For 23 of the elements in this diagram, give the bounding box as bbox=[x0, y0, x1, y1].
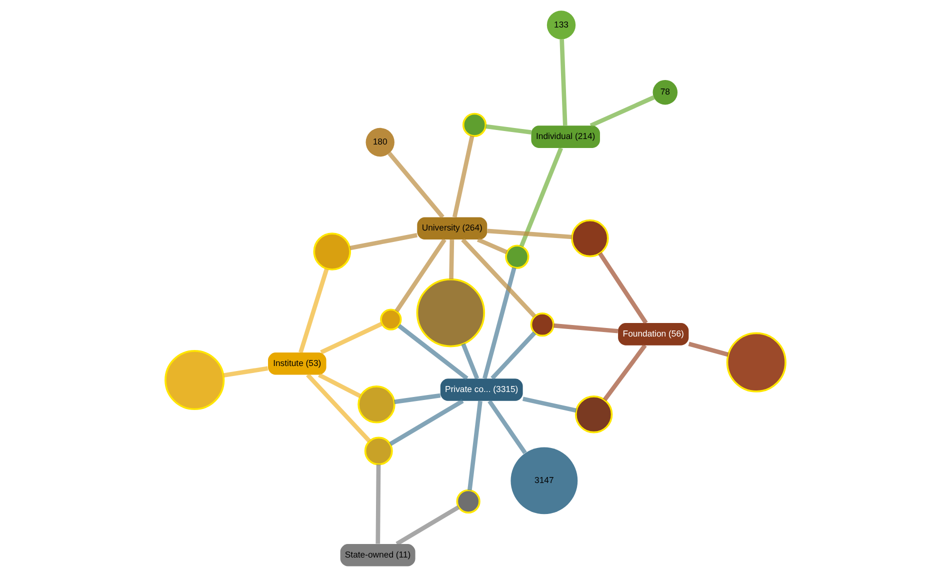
node-circle: 78 bbox=[652, 80, 678, 105]
node-circle bbox=[164, 350, 225, 410]
node-circle: 3147 bbox=[510, 447, 578, 514]
node-circle bbox=[571, 219, 609, 258]
node-box: State-owned (11) bbox=[340, 544, 416, 566]
node-circle: 180 bbox=[366, 128, 394, 157]
node-circle bbox=[358, 386, 396, 424]
node-circle bbox=[456, 489, 480, 514]
node-circle bbox=[574, 396, 613, 434]
node-circle bbox=[364, 436, 393, 466]
node-box: Institute (53) bbox=[268, 352, 326, 375]
node-box: Private co... (3315) bbox=[440, 378, 523, 401]
node-circle: 133 bbox=[546, 10, 576, 40]
node-box: Foundation (56) bbox=[618, 323, 689, 346]
node-box: Individual (214) bbox=[531, 126, 600, 148]
node-circle bbox=[380, 308, 402, 330]
node-circle bbox=[416, 278, 486, 348]
node-circle bbox=[313, 232, 352, 270]
node-circle bbox=[530, 312, 554, 337]
node-circle bbox=[726, 332, 786, 392]
node-circle bbox=[505, 244, 530, 269]
node-box: University (264) bbox=[417, 217, 488, 240]
node-circle bbox=[462, 112, 487, 137]
